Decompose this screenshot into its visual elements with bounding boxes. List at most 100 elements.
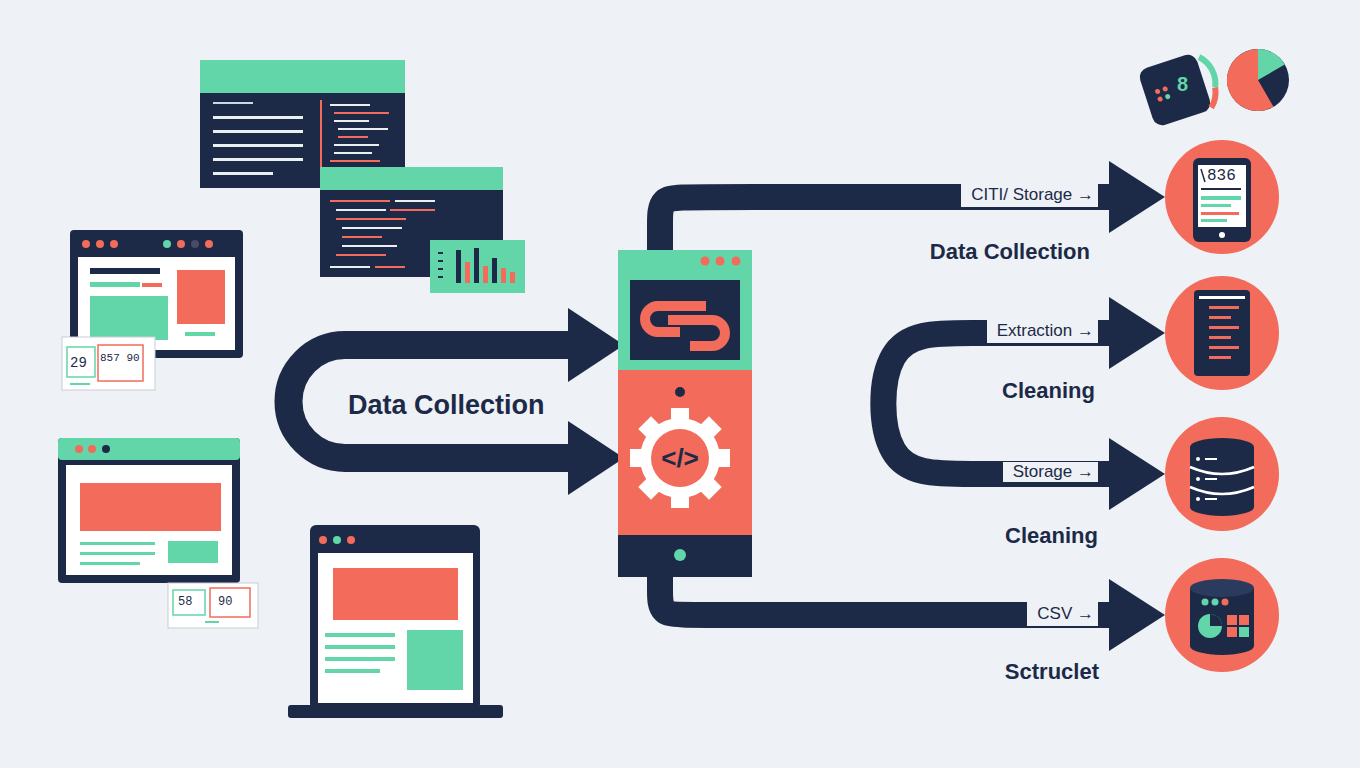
data-tag [168,583,258,628]
device-body-part-part [640,418,720,498]
device-body-part [732,257,741,266]
browser-window-part [80,542,155,545]
code-window-part [213,130,303,133]
circle-outline [1165,417,1279,531]
code-window-part [342,227,402,229]
laptop-part [325,645,395,649]
step-icon-part [1202,599,1209,606]
step-icon-part [1201,219,1227,222]
input-arrow-part [568,421,624,495]
browser-window-part [163,240,171,248]
step-icon [1190,438,1254,516]
circle-outline-part [1165,276,1279,390]
step-icon-part [1198,165,1246,227]
browser-window-part [96,240,104,248]
step-icon-part [1209,316,1231,319]
step-icon-part [1190,579,1254,597]
step-icon-part [1209,346,1239,349]
code-window-part [330,104,370,106]
step-icon-part [1201,212,1239,215]
device-body-part [674,549,686,561]
step-caption: Cleaning [1002,379,1095,403]
pie-chart [1227,49,1289,111]
browser-window-part [58,438,240,460]
output-circle: Data Collection [1165,140,1279,254]
circle-outline [1165,558,1279,672]
code-window-part [330,160,380,162]
code-window-part [336,209,386,211]
browser-window-part [168,541,218,563]
bar-chart-card-part [438,268,443,270]
flow-arrow [660,161,1165,250]
data-tag-part [62,337,155,390]
arrow-head [1109,579,1165,651]
step-icon-part [1209,326,1239,329]
device-body-part [630,280,740,360]
laptop-part [310,525,480,710]
data-tag-part [67,347,95,377]
tag-number: 29 [70,355,87,372]
code-window-part [213,116,303,119]
browser-window-part [58,438,240,583]
data-tag-part [205,621,219,623]
data-tag-part [70,383,90,385]
arrow-head [1109,297,1165,369]
device-body-part [618,535,752,577]
step-icon-part [1196,497,1200,501]
code-window-part [213,102,253,104]
laptop-part [319,536,327,544]
code-window-part [342,245,397,247]
browser-window-part [80,562,140,565]
tag-number: 58 [178,595,192,609]
code-window-part [213,158,303,161]
step-icon [1193,158,1251,242]
arrow-head [1109,438,1165,510]
device-body-part [630,408,730,508]
step-icon-part [1198,614,1222,638]
step-icon-part [1196,477,1200,481]
circle-outline [1165,140,1279,254]
step-icon-part [1205,478,1217,480]
browser-window-part [75,445,83,453]
step-icon-part [1190,438,1254,456]
bar-chart-card-part [430,240,525,293]
step-icon-part [1194,290,1250,376]
code-window-part [200,60,405,93]
code-window-part [213,172,273,175]
data-tag-part [173,590,205,615]
device-body-part [675,387,685,397]
code-window-part [334,120,369,122]
pie-chart-part [1227,49,1289,111]
laptop-part [325,633,395,637]
step-icon [1190,579,1254,655]
input-arrow-part [568,308,624,382]
laptop-part [333,536,341,544]
step-icon-part [1239,615,1249,625]
step-icon-part [1193,158,1251,242]
bar-chart-card-part [492,258,497,283]
code-window-part [320,167,503,190]
step-icon-part [1219,232,1225,238]
circle-outline-part [1165,417,1279,531]
flow-label: Extraction → [987,319,1098,343]
browser-window-part [90,268,160,274]
step-icon-part [1201,196,1241,200]
bar-chart-card-part [501,268,506,283]
browser-window-part [205,240,213,248]
flow-label: Storage → [1003,462,1098,482]
arrow-head [1109,161,1165,233]
laptop [288,525,503,718]
code-window-part [375,266,405,268]
bar-chart-card-part [474,248,479,283]
data-tag-part [98,345,143,381]
browser-window-part [82,240,90,248]
processor-device: </> [618,250,752,577]
circle-outline-part [1165,558,1279,672]
code-window-part [342,236,382,238]
data-tag-part [168,583,258,628]
device-body-part [618,370,752,535]
code-window-part [213,144,303,147]
code-window-part [336,254,386,256]
step-caption: Sctruclet [1005,660,1099,684]
